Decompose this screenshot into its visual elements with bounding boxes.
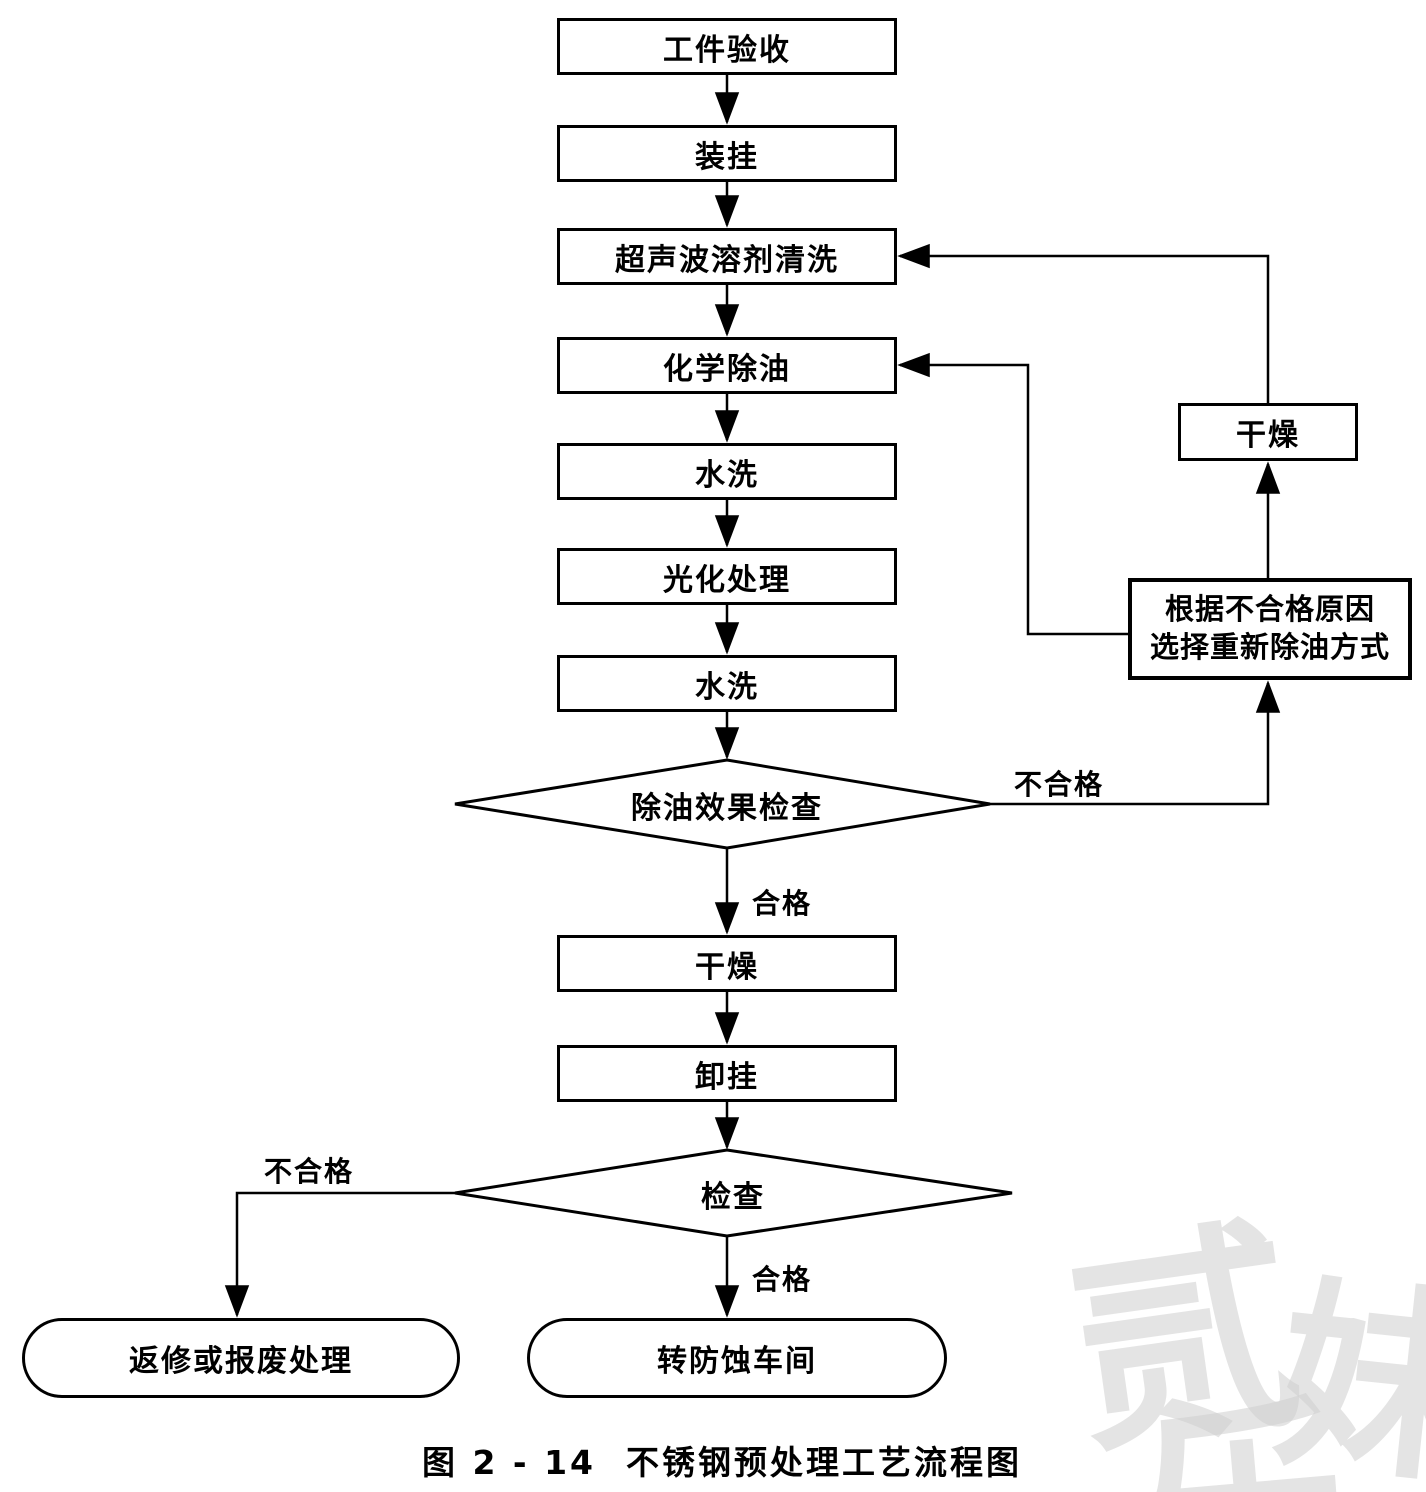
- node-unmounting: 卸挂: [557, 1045, 897, 1102]
- node-redo-line1: 根据不合格原因: [1164, 592, 1375, 627]
- node-brightening-treatment: 光化处理: [557, 548, 897, 605]
- node-ultrasonic-solvent-cleaning: 超声波溶剂清洗: [557, 228, 897, 285]
- decision-shapes: [454, 758, 1013, 1238]
- decision-degrease-check-label: 除油效果检查: [631, 791, 823, 826]
- node-drying-side: 干燥: [1178, 403, 1358, 461]
- arrow-dry-side-to-ultrasonic: [897, 243, 1270, 403]
- node-redo-line2: 选择重新除油方式: [1149, 630, 1390, 664]
- arrow-redo-to-chemical: [897, 352, 1128, 636]
- node-repair-or-scrap: 返修或报废处理: [22, 1318, 460, 1398]
- decision-final-check-label: 检查: [701, 1180, 765, 1215]
- figure-caption: 图 2 - 14 不锈钢预处理工艺流程图: [422, 1436, 1022, 1484]
- decision-final-check-shape: [454, 1148, 1013, 1238]
- node-brighten-label: 光化处理: [663, 562, 791, 598]
- node-workshop-label: 转防蚀车间: [657, 1344, 817, 1379]
- node-redo-degrease-method: 根据不合格原因 选择重新除油方式: [1128, 578, 1412, 680]
- node-rinse1-label: 水洗: [695, 457, 759, 493]
- figure-title: 不锈钢预处理工艺流程图: [626, 1443, 1023, 1482]
- edge-label-fail-2: 不合格: [264, 1155, 355, 1188]
- node-anticorrosion-workshop: 转防蚀车间: [527, 1318, 947, 1398]
- node-mounting-label: 装挂: [695, 139, 759, 175]
- arrow-check1-fail-to-redo: [990, 680, 1281, 806]
- node-workpiece-acceptance-label: 工件验收: [663, 32, 791, 68]
- node-chemical-degreasing: 化学除油: [557, 337, 897, 394]
- edge-label-pass-2: 合格: [752, 1263, 813, 1296]
- node-water-rinse-1: 水洗: [557, 443, 897, 500]
- node-workpiece-acceptance: 工件验收: [557, 18, 897, 75]
- figure-number: 图 2 - 14: [421, 1443, 597, 1482]
- node-water-rinse-2: 水洗: [557, 655, 897, 712]
- edge-label-pass-1: 合格: [752, 887, 813, 920]
- arrow-check2-fail-to-repair: [224, 1191, 455, 1318]
- node-drying-main: 干燥: [557, 935, 897, 992]
- edge-label-fail-1: 不合格: [1014, 768, 1105, 801]
- node-rinse2-label: 水洗: [695, 669, 759, 705]
- node-chemical-label: 化学除油: [663, 351, 791, 387]
- node-unmounting-label: 卸挂: [695, 1059, 759, 1095]
- node-mounting: 装挂: [557, 125, 897, 182]
- node-ultrasonic-label: 超声波溶剂清洗: [615, 242, 839, 278]
- node-drying-side-label: 干燥: [1236, 418, 1300, 453]
- node-repair-label: 返修或报废处理: [129, 1344, 353, 1379]
- node-drying-main-label: 干燥: [695, 949, 759, 985]
